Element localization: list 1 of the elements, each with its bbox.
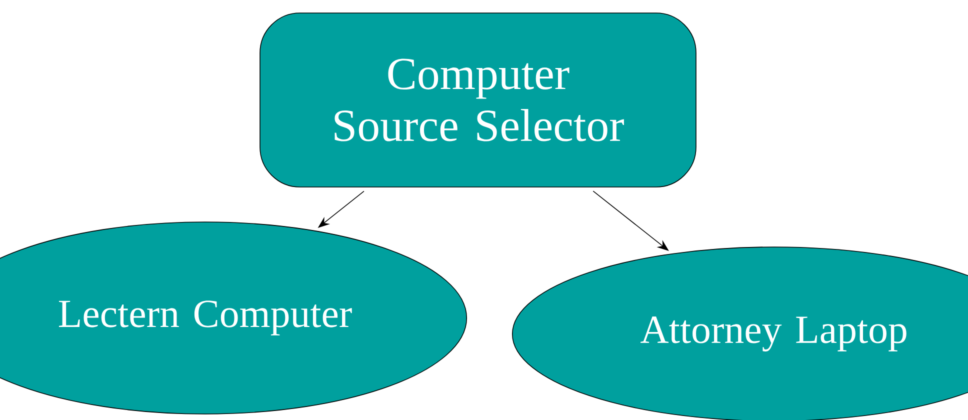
process-box: Computer Source Selector xyxy=(260,12,696,188)
